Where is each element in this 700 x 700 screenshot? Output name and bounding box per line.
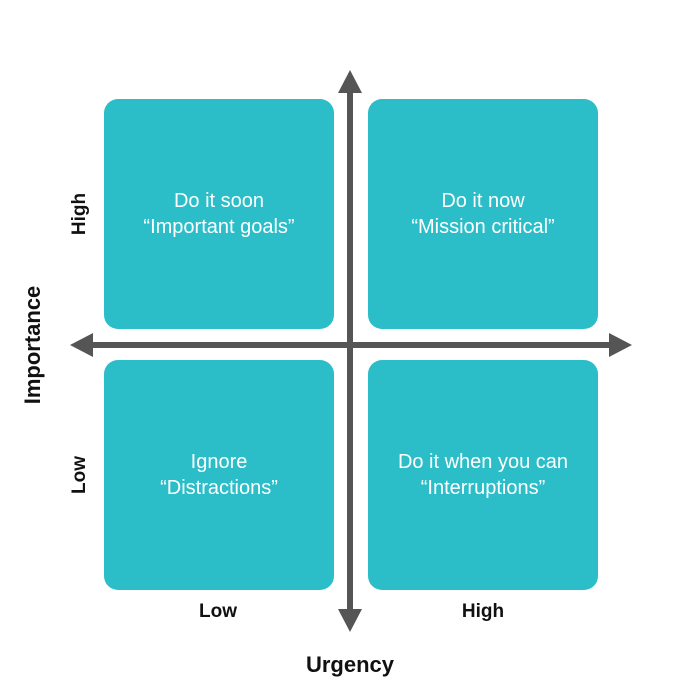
arrow-down-icon — [338, 609, 362, 632]
quadrant-category: “Distractions” — [160, 477, 278, 499]
y-axis-low-label: Low — [69, 456, 90, 494]
quadrant-do-it-when-you-can: Do it when you can “Interruptions” — [368, 360, 598, 590]
arrow-up-icon — [338, 70, 362, 93]
x-axis-title: Urgency — [305, 652, 395, 677]
y-axis-high-label: High — [69, 192, 90, 236]
quadrant-action: Do it when you can — [397, 451, 569, 473]
x-axis-low-label: Low — [199, 601, 237, 622]
arrow-left-icon — [70, 333, 93, 357]
quadrant-ignore: Ignore “Distractions” — [104, 360, 334, 590]
x-axis-high-label: High — [461, 601, 505, 622]
quadrant-action: Do it soon — [173, 190, 265, 212]
quadrant-category: “Mission critical” — [411, 216, 555, 238]
quadrant-do-it-soon: Do it soon “Important goals” — [104, 99, 334, 329]
quadrant-do-it-now: Do it now “Mission critical” — [368, 99, 598, 329]
quadrant-action: Do it now — [441, 190, 525, 212]
quadrant-category: “Important goals” — [143, 216, 295, 238]
quadrant-category: “Interruptions” — [420, 477, 546, 499]
quadrant-action: Ignore — [190, 451, 248, 473]
y-axis-title: Importance — [20, 285, 45, 405]
arrow-right-icon — [609, 333, 632, 357]
